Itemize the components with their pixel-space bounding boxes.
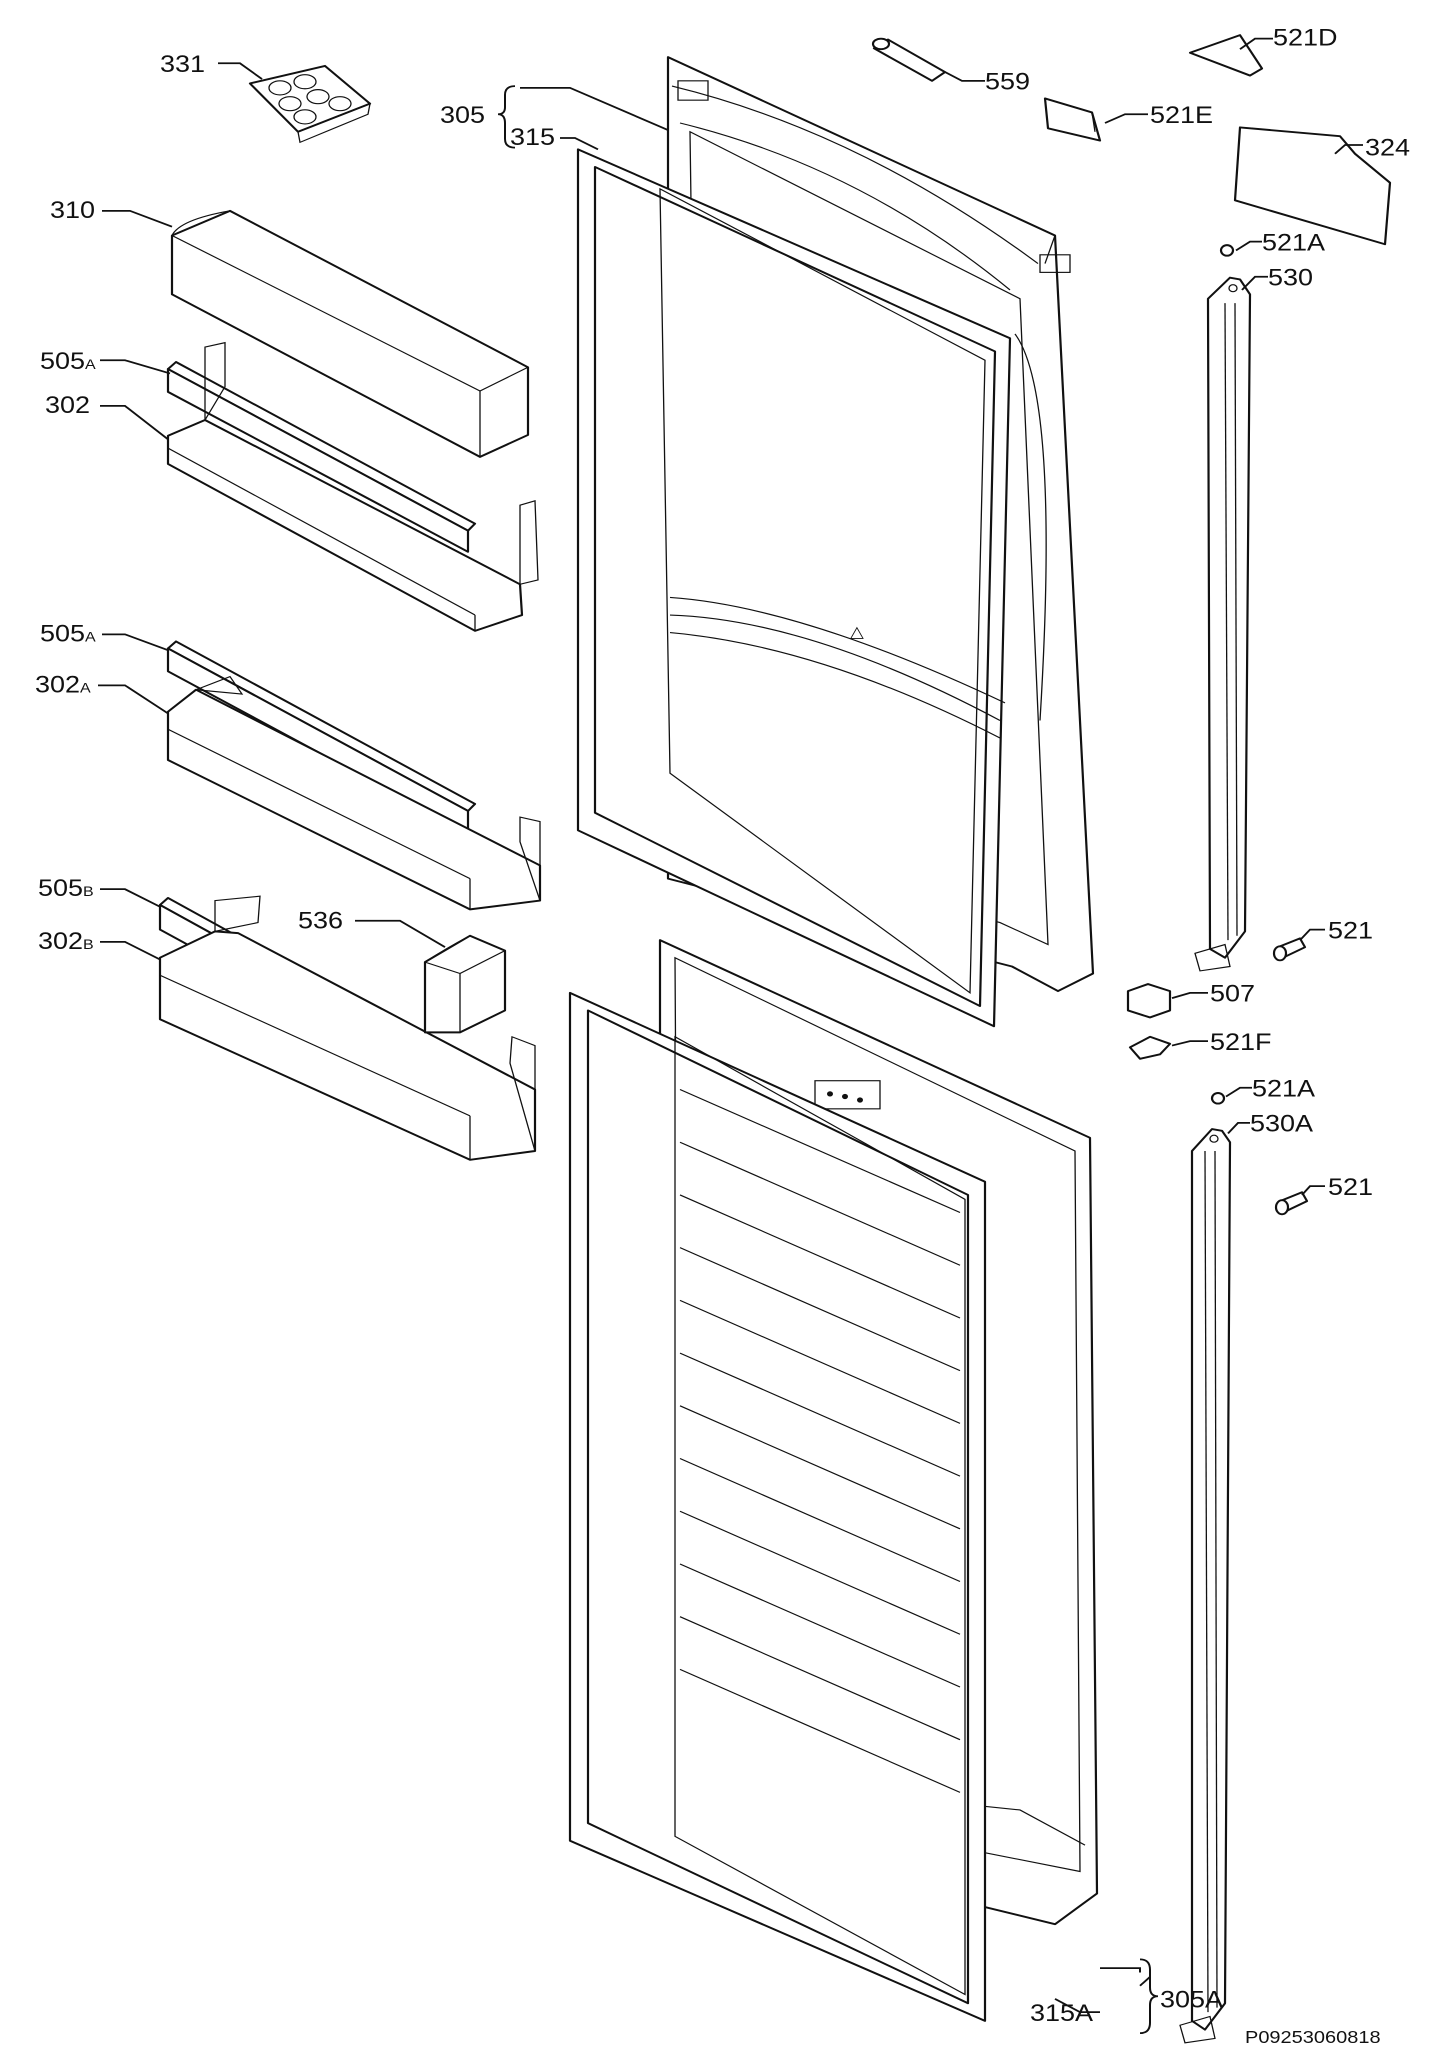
label-305: 305 [440,102,485,128]
label-521a-top: 521A [1262,230,1325,256]
label-302: 302 [45,392,90,418]
label-521a-bottom: 521A [1252,1076,1315,1102]
label-310: 310 [50,197,95,223]
label-505a-middle: 505A [40,621,96,647]
block-507 [1126,983,1172,1019]
screw-521-bottom [1274,1191,1309,1216]
hinge-cap-521e [1043,97,1102,142]
label-521e: 521E [1150,102,1213,128]
label-505b: 505B [38,876,94,902]
screw-521-top [1272,937,1307,962]
cylinder-559 [871,37,947,82]
washer-521a-top [1219,244,1235,257]
shelf-bar-505a-top [166,361,477,553]
label-505a-top: 505A [40,348,96,374]
label-315: 315 [510,124,555,150]
brace-305a [1139,1958,1159,2035]
label-324: 324 [1365,135,1410,161]
bottle-divider-536 [423,934,507,1034]
label-530a: 530A [1250,1111,1313,1137]
label-331: 331 [160,52,205,78]
plate-324 [1233,126,1392,246]
label-521-bottom: 521 [1328,1174,1373,1200]
label-521-top: 521 [1328,918,1373,944]
label-302a: 302A [35,672,91,698]
hinge-bar-530a [1179,1128,1232,2044]
label-302b: 302B [38,928,94,954]
svg-text:△: △ [850,623,864,641]
hinge-bar-530 [1194,276,1252,972]
label-315a: 315A [1030,2000,1093,2026]
leader-lines [98,37,1363,2013]
label-507: 507 [1210,981,1255,1007]
brace-305 [497,85,516,149]
label-521f: 521F [1210,1029,1272,1055]
dairy-cover-310 [170,209,530,458]
upper-door-gasket: △ [576,148,1012,1028]
label-521d: 521D [1273,25,1338,51]
hinge-cover-521d [1188,34,1264,77]
door-shelf-302b [158,895,537,1161]
label-305a: 305A [1160,1987,1223,2013]
door-shelf-302a [166,675,542,911]
label-530: 530 [1268,265,1313,291]
label-559: 559 [985,69,1030,95]
washer-521a-bottom [1210,1092,1226,1105]
lower-door-gasket [568,991,987,2022]
clip-521f [1128,1035,1172,1060]
egg-tray-331 [248,64,372,144]
door-shelf-302 [166,341,539,632]
drawing-code: P09253060818 [1245,2027,1381,2047]
label-536: 536 [298,908,343,934]
